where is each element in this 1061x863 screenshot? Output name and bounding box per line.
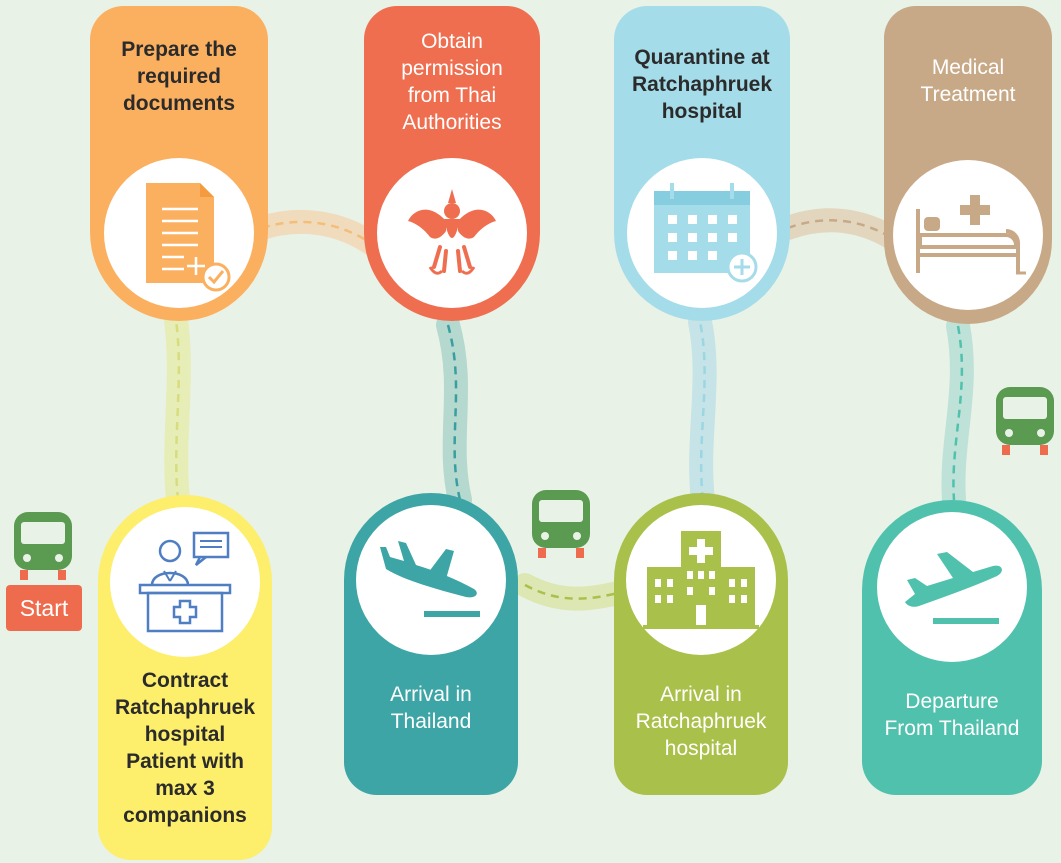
step-arrival-hospital-icon-circle [626, 505, 776, 655]
step-medical-treatment: Medical Treatment [884, 6, 1052, 324]
start-badge: Start [6, 585, 82, 631]
step-quarantine-icon-circle [627, 158, 777, 308]
step-arrival-icon-circle [356, 505, 506, 655]
step-permission-label: Obtain permission from Thai Authorities [401, 30, 503, 134]
step-contract-label: Contract Ratchaphruek hospital Patient w… [114, 669, 256, 827]
connector-permission-arrival [436, 313, 472, 512]
step-contract-icon-circle [110, 507, 260, 657]
plane-takeoff-icon [905, 552, 1002, 624]
plane-landing-icon [380, 541, 480, 617]
garuda-emblem-icon [408, 189, 496, 275]
step-departure-label: Departure From Thailand [884, 690, 1020, 740]
bus-icon [996, 387, 1054, 455]
calendar-icon [654, 183, 758, 283]
document-icon [146, 183, 231, 292]
connector-quarantine-treatment [776, 208, 904, 250]
step-arrival-hospital: Arrival in Ratchaphruek hospital [614, 493, 788, 795]
connector-prepare-permission [250, 209, 384, 256]
step-obtain-permission: Obtain permission from Thai Authorities [364, 6, 540, 321]
step-departure: Departure From Thailand [862, 500, 1042, 795]
hospital-building-icon [643, 531, 759, 629]
step-departure-icon-circle [877, 512, 1027, 662]
reception-desk-icon [138, 531, 232, 633]
step-arrival-thailand: Arrival in Thailand [344, 493, 518, 795]
step-arrival-thailand-label: Arrival in Thailand [390, 683, 472, 733]
connector-treatment-departure [941, 314, 974, 512]
hospital-bed-icon [916, 195, 1026, 275]
step-arrival-hospital-label: Arrival in Ratchaphruek hospital [635, 683, 767, 760]
step-prepare-icon-circle [104, 158, 254, 308]
step-treatment-label: Medical Treatment [920, 56, 1016, 106]
step-permission-icon-circle [377, 158, 527, 308]
step-contract-hospital: Contract Ratchaphruek hospital Patient w… [98, 495, 272, 860]
step-prepare-documents: Prepare the required documents [90, 6, 268, 321]
step-treatment-icon-circle [893, 160, 1043, 310]
step-quarantine-label: Quarantine at Ratchaphruek hospital [631, 46, 773, 123]
bus-icon [532, 490, 590, 558]
bus-icon [14, 512, 72, 580]
step-quarantine: Quarantine at Ratchaphruek hospital [614, 6, 790, 321]
step-prepare-label: Prepare the required documents [121, 38, 237, 115]
